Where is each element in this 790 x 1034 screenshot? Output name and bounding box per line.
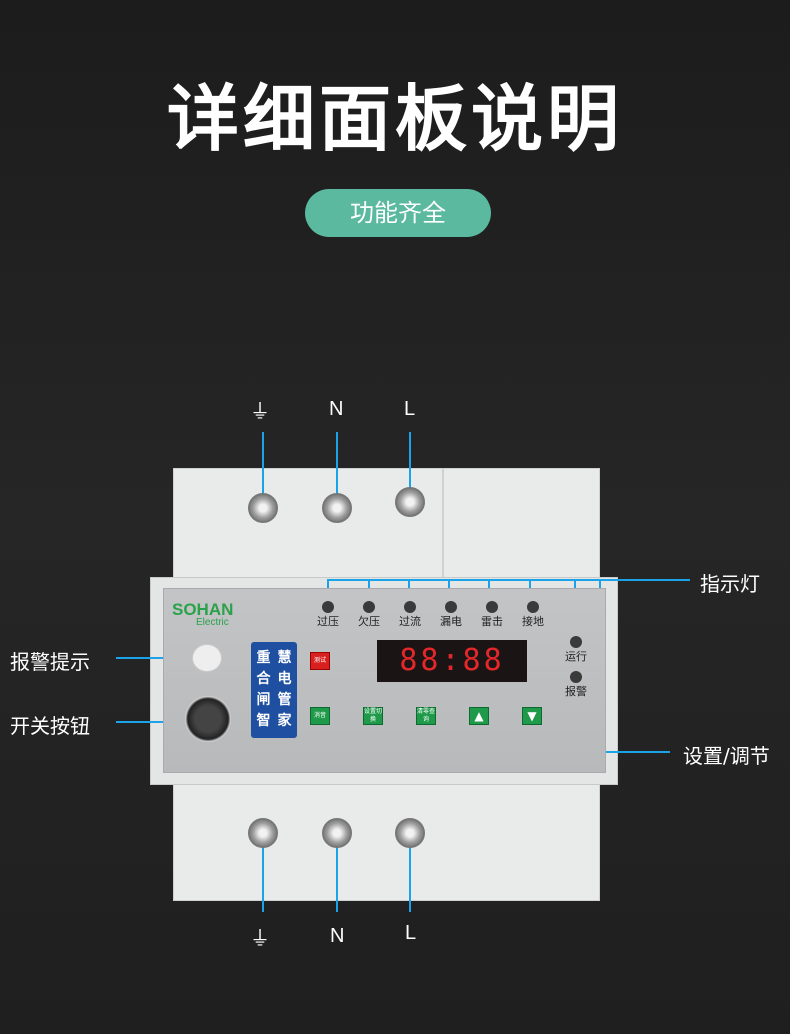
label-char: 家 bbox=[277, 713, 292, 729]
indicator-leakage: 漏电 bbox=[431, 601, 471, 629]
led-icon bbox=[527, 601, 539, 613]
screw-icon bbox=[322, 818, 352, 848]
up-arrow-button[interactable]: ▲ bbox=[469, 707, 489, 725]
buzzer-icon bbox=[192, 644, 222, 672]
label-char: 慧 bbox=[277, 650, 292, 666]
reset-query-button[interactable]: 清零查询 bbox=[416, 707, 436, 725]
down-arrow-button[interactable]: ▼ bbox=[522, 707, 542, 725]
label-char: 重 bbox=[256, 650, 271, 666]
indicator-ground: 接地 bbox=[513, 601, 553, 629]
screw-icon bbox=[395, 487, 425, 517]
indicator-undervoltage: 欠压 bbox=[349, 601, 389, 629]
test-button[interactable]: 测试 bbox=[310, 652, 330, 670]
led-icon bbox=[363, 601, 375, 613]
label-char: 电 bbox=[277, 671, 292, 687]
callout-settings: 设置/调节 bbox=[683, 744, 770, 768]
product-label: 重慧 合电 闸管 智家 bbox=[251, 642, 297, 738]
label-char: 闸 bbox=[256, 692, 271, 708]
label-char: 合 bbox=[256, 671, 271, 687]
brand-logo: SOHAN bbox=[172, 600, 234, 619]
led-icon bbox=[404, 601, 416, 613]
screw-icon bbox=[395, 818, 425, 848]
callout-indicator: 指示灯 bbox=[700, 572, 760, 596]
led-icon bbox=[486, 601, 498, 613]
screw-icon bbox=[248, 818, 278, 848]
screw-icon bbox=[248, 493, 278, 523]
page-title: 详细面板说明 bbox=[166, 77, 623, 161]
callout-switch-button: 开关按钮 bbox=[10, 714, 90, 738]
status-run: 运行 bbox=[556, 636, 596, 664]
led-icon bbox=[570, 671, 582, 683]
indicator-row: 过压 欠压 过流 漏电 雷击 接地 bbox=[308, 601, 553, 629]
power-switch-button[interactable] bbox=[185, 696, 231, 742]
led-icon bbox=[570, 636, 582, 648]
led-display: 88:88 bbox=[377, 640, 527, 682]
status-alarm: 报警 bbox=[556, 671, 596, 699]
live-terminal-label-bottom: L bbox=[405, 922, 417, 944]
label-char: 智 bbox=[256, 713, 271, 729]
neutral-terminal-label-bottom: N bbox=[330, 925, 345, 947]
live-terminal-label-top: L bbox=[404, 398, 416, 420]
feature-badge: 功能齐全 bbox=[305, 189, 491, 237]
mute-button[interactable]: 消音 bbox=[310, 707, 330, 725]
set-switch-button[interactable]: 设置切换 bbox=[363, 707, 383, 725]
indicator-overcurrent: 过流 bbox=[390, 601, 430, 629]
neutral-terminal-label-top: N bbox=[329, 398, 344, 420]
led-icon bbox=[445, 601, 457, 613]
ground-terminal-label-bottom: ⏚ bbox=[250, 928, 270, 950]
led-icon bbox=[322, 601, 334, 613]
indicator-lightning: 雷击 bbox=[472, 601, 512, 629]
ground-terminal-label-top: ⏚ bbox=[250, 401, 270, 423]
indicator-overvoltage: 过压 bbox=[308, 601, 348, 629]
brand-sub: Electric bbox=[196, 617, 229, 628]
screw-icon bbox=[322, 493, 352, 523]
label-char: 管 bbox=[277, 692, 292, 708]
callout-alarm-hint: 报警提示 bbox=[10, 650, 90, 674]
